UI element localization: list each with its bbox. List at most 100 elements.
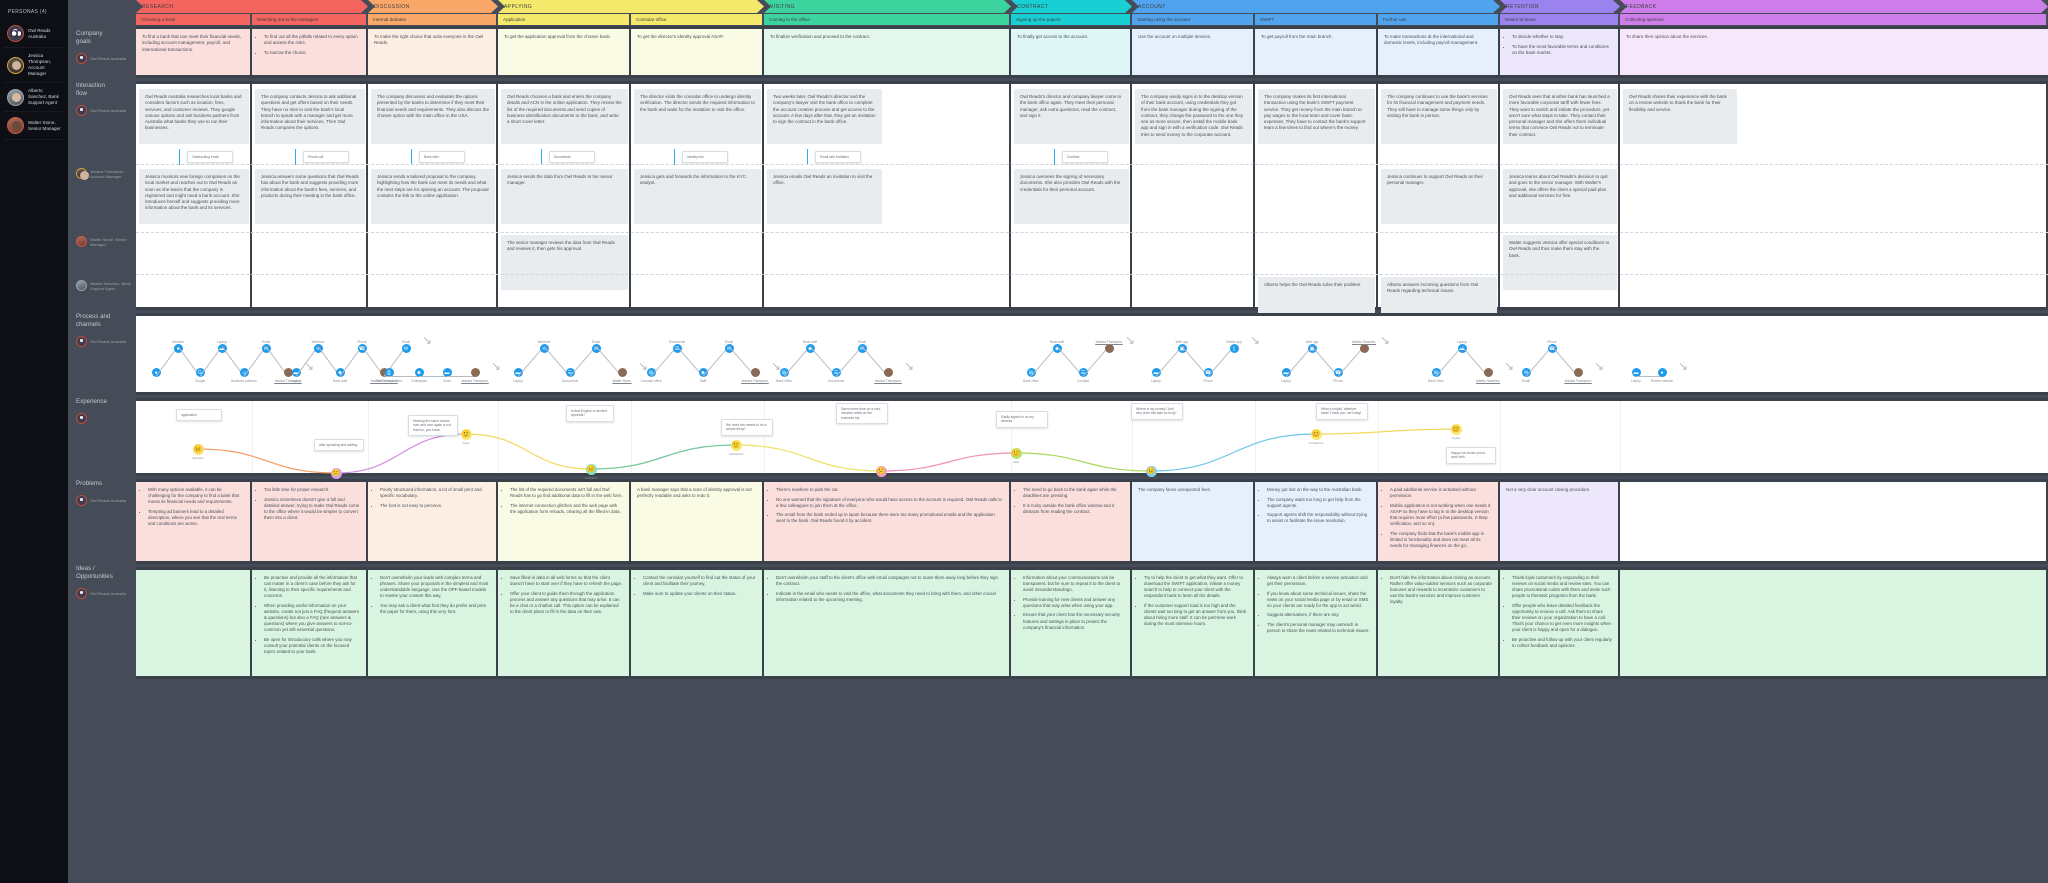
problem-cell[interactable]: The list of the required documents isn't… — [498, 482, 631, 561]
phase-visiting[interactable]: VISITING — [764, 0, 1011, 13]
flow-note-owl[interactable]: The director visits the consular office … — [634, 89, 761, 144]
flow-note-owl[interactable]: Owl Reads chooses a bank and enters the … — [501, 89, 628, 144]
channel-node[interactable]: ⊞Bank office — [1016, 368, 1046, 383]
persona-item-owl-reads[interactable]: Owl Reads Australia — [4, 20, 64, 48]
channel-node[interactable]: ● — [141, 368, 171, 379]
phase-feedback[interactable]: FEEDBACK — [1620, 0, 2048, 13]
channel-node[interactable]: Jessica Thompson, — [873, 368, 903, 383]
channel-node[interactable]: ▬Laptop — [1271, 368, 1301, 383]
channel-node[interactable]: ▬Laptop — [503, 368, 533, 383]
stage-collecting-opinions[interactable]: Collecting opinions — [1620, 14, 2046, 25]
channel-node[interactable]: ⊞Consular office — [636, 368, 666, 383]
problem-cell[interactable]: There's nowhere to park the car.No one w… — [764, 482, 1011, 561]
stage-starting-using-the-account[interactable]: Starting using the account — [1132, 14, 1253, 25]
flow-note-owl[interactable]: Owl Reads's director and company lawyer … — [1014, 89, 1129, 144]
stage-coming-to-the-office[interactable]: Coming to the office — [764, 14, 1009, 25]
stage-application[interactable]: Application — [498, 14, 629, 25]
phase-retention[interactable]: RETENTION — [1500, 0, 1620, 13]
channel-node[interactable]: ☰Documents — [821, 368, 851, 383]
channel-node[interactable]: ▬Laptop — [281, 368, 311, 383]
flow-note-owl[interactable]: Two weeks later, Owl Reads's director an… — [767, 89, 882, 144]
channel-node[interactable]: ▬Laptop — [1621, 368, 1651, 383]
channel-node[interactable]: Jessica Thompson, — [460, 368, 490, 383]
idea-cell[interactable]: Save filled-in data in all web forms so … — [498, 570, 631, 676]
flow-note-owl[interactable]: The company makes its first internationa… — [1258, 89, 1375, 144]
phase-discussion[interactable]: DISCUSSION — [368, 0, 498, 13]
goal-cell[interactable]: To find out all the pitfalls related to … — [252, 29, 368, 75]
phase-account[interactable]: ACCOUNT — [1132, 0, 1500, 13]
goal-cell[interactable]: Use the account on multiple devices. — [1132, 29, 1255, 75]
channel-node[interactable]: Jessica Thompson, — [1563, 368, 1593, 383]
persona-item-jessica[interactable]: Jessica Thompson, Account Manager — [4, 48, 64, 83]
channel-node[interactable]: ☎Phone — [1323, 368, 1353, 383]
idea-cell[interactable] — [136, 570, 252, 676]
channel-node[interactable]: ✉Email — [1511, 368, 1541, 383]
stage-further-use[interactable]: Further use — [1378, 14, 1498, 25]
channel-node[interactable]: ⎙Printed bank offers — [374, 368, 404, 383]
stage-signing-up-the-papers[interactable]: Signing up the papers — [1011, 14, 1130, 25]
flow-note-walter[interactable]: Walter suggests Jessica offer special co… — [1503, 235, 1617, 290]
channel-node[interactable]: ●Review website — [1647, 368, 1677, 383]
channel-node[interactable]: ☰Contract — [1068, 368, 1098, 383]
experience-emoji[interactable]: 😕 — [875, 465, 887, 477]
stage-choosing-a-bank[interactable]: Choosing a bank — [136, 14, 250, 25]
channel-node[interactable]: ☻Colleagues — [404, 368, 434, 383]
stage-desire-to-leave[interactable]: Desire to leave — [1500, 14, 1618, 25]
experience-emoji[interactable]: 🙂 — [1010, 447, 1022, 459]
experience-emoji[interactable]: 😊 — [1310, 428, 1322, 440]
stage-swift[interactable]: SWIFT — [1255, 14, 1376, 25]
stage-internal-debates[interactable]: Internal debates — [368, 14, 496, 25]
goal-cell[interactable]: To finalize verification and proceed to … — [764, 29, 1011, 75]
flow-note-owl[interactable]: Owl Reads Australia researches local ban… — [139, 89, 249, 144]
idea-cell[interactable]: Information about your communications ca… — [1011, 570, 1132, 676]
idea-cell[interactable]: Try to help the client to get what they … — [1132, 570, 1255, 676]
experience-emoji[interactable]: 😕 — [330, 467, 342, 479]
idea-cell[interactable] — [1620, 570, 2048, 676]
idea-cell[interactable]: Don't overwhelm your staff to the client… — [764, 570, 1011, 676]
experience-emoji[interactable]: 🙂 — [460, 428, 472, 440]
flow-note-jessica[interactable]: Jessica learns about Owl Reads's decisio… — [1503, 169, 1617, 224]
experience-emoji[interactable]: 😐 — [585, 463, 597, 475]
goal-cell[interactable]: To get payroll from the main branch. — [1255, 29, 1378, 75]
goal-cell[interactable]: To finally get access to the account. — [1011, 29, 1132, 75]
flow-note-jessica[interactable]: Jessica answers some questions that Owl … — [255, 169, 365, 224]
flow-note-owl[interactable]: Owl Reads sees that another bank has lau… — [1503, 89, 1617, 144]
idea-cell[interactable]: Contact the consular yourself to find ou… — [631, 570, 764, 676]
problem-cell[interactable]: With many options available, it can be c… — [136, 482, 252, 561]
channel-node[interactable]: Jessica Thompson, — [1094, 338, 1124, 353]
goal-cell[interactable]: To decide whether to stay.To have the mo… — [1500, 29, 1620, 75]
problem-cell[interactable]: Too little time for proper research.Jess… — [252, 482, 368, 561]
problem-cell[interactable]: Poorly structured information, a lot of … — [368, 482, 498, 561]
channel-node[interactable]: ▬Zoom — [432, 368, 462, 383]
goal-cell[interactable]: To get the director's identity approval … — [631, 29, 764, 75]
phase-contract[interactable]: CONTRACT — [1011, 0, 1132, 13]
channel-node[interactable]: ☺Business partners — [229, 368, 259, 383]
flow-note-jessica[interactable]: Jessica sends a tailored proposal to the… — [371, 169, 495, 224]
channel-node[interactable]: Jessica Thompson, — [740, 368, 770, 383]
idea-cell[interactable]: Thank loyal customers by responding to t… — [1500, 570, 1620, 676]
experience-emoji[interactable]: 😐 — [192, 443, 204, 455]
goal-cell[interactable]: To get the application approval from the… — [498, 29, 631, 75]
channel-node[interactable]: ▬Laptop — [1141, 368, 1171, 383]
flow-note-jessica[interactable]: Jessica oversees the signing of necessar… — [1014, 169, 1129, 224]
problem-cell[interactable] — [1620, 482, 2048, 561]
phase-research[interactable]: RESEARCH — [136, 0, 368, 13]
problem-cell[interactable]: A paid additional service is activated w… — [1378, 482, 1500, 561]
persona-item-alberto[interactable]: Alberto Sanchez, Bank Support Agent — [4, 83, 64, 112]
flow-note-jessica[interactable]: Jessica gets and forwards the informatio… — [634, 169, 761, 224]
idea-cell[interactable]: Always warn a client before a service ac… — [1255, 570, 1378, 676]
stage-consular-office[interactable]: Consular office — [631, 14, 762, 25]
problem-cell[interactable]: The company faces unexpected fees. — [1132, 482, 1255, 561]
channel-node[interactable]: ☻Staff — [688, 368, 718, 383]
experience-emoji[interactable]: 😊 — [1450, 423, 1462, 435]
channel-node[interactable]: Alberto Sanchez, — [1349, 338, 1379, 353]
channel-node[interactable]: Jessica Thompson, — [369, 368, 399, 383]
problem-cell[interactable]: A bank manager says that a scan of ident… — [631, 482, 764, 561]
channel-node[interactable]: ☰Documents — [555, 368, 585, 383]
channel-node[interactable]: Email✉ — [391, 338, 421, 353]
flow-note-owl[interactable]: The company contacts Jessica to ask addi… — [255, 89, 365, 144]
problem-cell[interactable]: Money got lost on the way to the Austral… — [1255, 482, 1378, 561]
flow-note-walter[interactable]: The senior manager reviews the data from… — [501, 235, 628, 290]
